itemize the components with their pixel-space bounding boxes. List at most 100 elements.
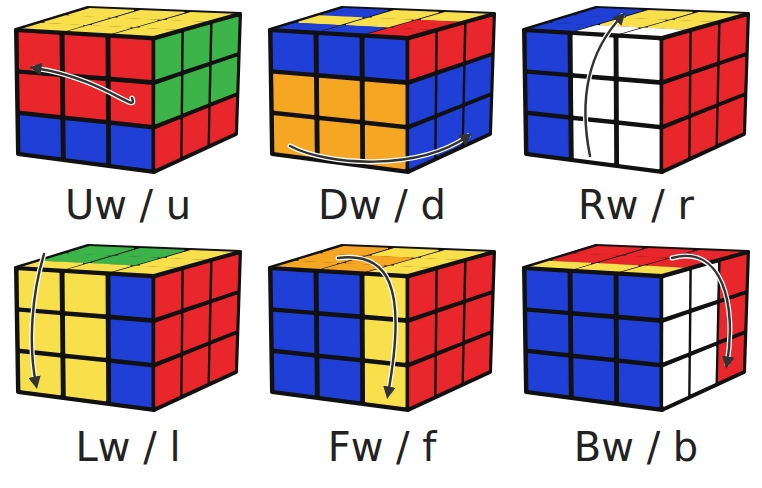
sticker <box>156 34 181 79</box>
arrow-halo <box>34 68 133 103</box>
sticker <box>184 26 209 70</box>
turn-arrow <box>585 16 622 156</box>
sticker <box>619 277 659 318</box>
sticker <box>21 354 61 395</box>
arrow-halo <box>585 16 622 156</box>
sticker <box>183 109 207 156</box>
sticker <box>184 305 209 350</box>
sticker <box>438 264 463 308</box>
turn-arrow <box>338 257 396 394</box>
sticker <box>620 364 659 407</box>
sticker <box>112 364 151 407</box>
sticker <box>111 320 150 362</box>
sticker <box>20 313 60 353</box>
sticker <box>574 359 613 401</box>
turn-arrow <box>672 256 730 364</box>
sticker <box>619 39 659 80</box>
sticker <box>213 255 238 298</box>
move-label: Lw / l <box>75 424 180 470</box>
sticker <box>211 336 236 381</box>
sticker <box>273 271 313 310</box>
sticker <box>156 272 181 317</box>
sticker <box>664 120 688 168</box>
sticker <box>111 277 151 318</box>
move-label: Bw / b <box>574 424 698 470</box>
sticker <box>467 17 492 60</box>
rubiks-cube <box>270 246 494 410</box>
sticker <box>365 277 405 318</box>
sticker <box>527 33 567 72</box>
sticker <box>529 116 569 157</box>
sticker <box>366 364 405 407</box>
sticker <box>527 271 567 310</box>
cube-face <box>270 30 408 172</box>
turn-arrow <box>34 68 133 103</box>
sticker <box>691 347 715 394</box>
arrow-halo <box>338 257 396 394</box>
move-label: Uw / u <box>65 182 191 228</box>
sticker <box>21 116 61 157</box>
sticker <box>574 316 614 357</box>
sticker <box>66 316 106 357</box>
cube-face <box>154 252 240 410</box>
sticker <box>184 264 209 308</box>
cube-face <box>662 252 748 410</box>
sticker <box>619 320 658 362</box>
sticker <box>410 34 435 79</box>
sticker <box>273 33 313 72</box>
sticker <box>467 255 492 298</box>
cube-face <box>408 252 494 410</box>
sticker <box>438 67 463 112</box>
sticker <box>466 58 491 102</box>
sticker <box>719 98 744 143</box>
sticker <box>437 347 461 394</box>
cube-face <box>524 268 662 410</box>
sticker <box>438 305 463 350</box>
sticker <box>528 313 568 353</box>
sticker <box>410 358 434 406</box>
sticker <box>664 358 688 406</box>
cube-face <box>154 14 240 172</box>
turn-arrow <box>290 136 468 162</box>
sticker <box>65 274 105 314</box>
sticker <box>438 26 463 70</box>
sticker <box>692 305 717 350</box>
sticker <box>410 272 435 317</box>
sticker <box>573 274 613 314</box>
rubiks-cube <box>16 8 240 172</box>
sticker <box>365 39 405 80</box>
sticker <box>721 17 746 60</box>
cube-face <box>16 30 154 172</box>
sticker <box>664 77 688 124</box>
sticker <box>156 358 180 406</box>
sticker <box>620 126 659 169</box>
sticker <box>213 17 238 60</box>
sticker <box>211 98 236 143</box>
move-label: Rw / r <box>578 182 694 228</box>
rubiks-cube <box>524 8 748 172</box>
rubiks-cube <box>270 8 494 172</box>
sticker <box>274 313 314 353</box>
cube-face <box>662 14 748 172</box>
sticker <box>65 36 105 76</box>
sticker <box>410 120 434 168</box>
sticker <box>619 82 658 124</box>
sticker <box>66 121 105 163</box>
arrow-halo <box>672 256 730 364</box>
sticker <box>320 316 360 357</box>
arrow-halo <box>32 254 44 384</box>
sticker <box>465 336 490 381</box>
sticker <box>274 75 314 115</box>
sticker <box>466 296 491 340</box>
sticker <box>528 75 568 115</box>
rubiks-cube <box>524 246 748 410</box>
sticker <box>156 77 180 124</box>
sticker <box>19 33 59 72</box>
sticker <box>156 120 180 168</box>
cube-face <box>524 30 662 172</box>
sticker <box>319 36 359 76</box>
sticker <box>320 359 359 401</box>
sticker <box>664 34 689 79</box>
sticker <box>212 58 237 102</box>
